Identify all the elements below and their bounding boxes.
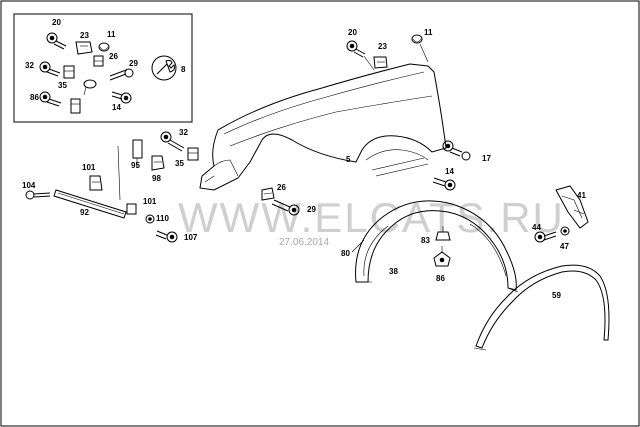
label-screw-104: 104 xyxy=(22,181,36,190)
bolt-107 xyxy=(155,230,178,243)
label-clip-26: 26 xyxy=(277,183,286,192)
label-washer-47: 47 xyxy=(560,242,569,251)
label-strip-101b: 101 xyxy=(143,197,157,206)
inset-bolt-32 xyxy=(39,61,61,77)
inset-label-32: 32 xyxy=(25,61,34,70)
label-liner-38: 38 xyxy=(389,267,398,276)
inset-clip-small xyxy=(83,79,97,96)
bolt-86 xyxy=(433,246,451,267)
label-nut-83: 83 xyxy=(421,236,430,245)
inset-bolt-14 xyxy=(111,91,132,104)
inset-clip-35 xyxy=(63,65,75,79)
inset-label-26: 26 xyxy=(109,52,118,61)
watermark-date: 27.06.2014 xyxy=(279,237,329,248)
bolt-14 xyxy=(432,177,456,191)
inset-label-35: 35 xyxy=(58,81,67,90)
bracket-41 xyxy=(555,185,589,229)
label-fender-5: 5 xyxy=(346,155,351,164)
strip-clip-101b xyxy=(126,203,137,215)
inset-screw-29 xyxy=(109,68,134,81)
wheel-liner xyxy=(355,200,519,293)
inset-clip-square xyxy=(70,98,81,114)
wheel-arch-molding xyxy=(473,264,610,351)
inset-cap-11 xyxy=(98,42,110,52)
label-bracket-95: 95 xyxy=(131,161,140,170)
inset-label-20: 20 xyxy=(52,18,61,27)
inset-label-29: 29 xyxy=(129,59,138,68)
clip-26 xyxy=(261,187,275,201)
watermark-text: WWW.ELCATS.RU xyxy=(178,194,565,241)
label-washer-110: 110 xyxy=(156,214,169,223)
label-screw-29: 29 xyxy=(307,205,316,214)
label-cap-11: 11 xyxy=(424,28,433,37)
inset-label-23: 23 xyxy=(80,31,89,40)
label-molding-59: 59 xyxy=(552,291,561,300)
leader-line-1 xyxy=(117,145,121,201)
inset-panel: 20 23 11 26 32 3 xyxy=(13,13,193,123)
inset-label-86: 86 xyxy=(30,93,39,102)
inset-label-14: 14 xyxy=(112,103,121,112)
label-clip-98: 98 xyxy=(152,174,161,183)
nut-83 xyxy=(435,226,451,241)
strip-clip-101a xyxy=(89,175,103,191)
label-strip-92: 92 xyxy=(80,208,89,217)
label-bolt-14: 14 xyxy=(445,167,454,176)
bolt-20 xyxy=(346,40,375,71)
label-bolt-44: 44 xyxy=(532,223,541,232)
washer-110 xyxy=(145,214,155,224)
bolt-32 xyxy=(160,131,185,152)
label-bolt-32: 32 xyxy=(179,128,188,137)
inset-bolt-20 xyxy=(46,32,67,50)
leader-80 xyxy=(351,239,365,253)
label-liner-80: 80 xyxy=(341,249,350,258)
clip-23 xyxy=(373,56,388,69)
inset-clip-26 xyxy=(93,55,104,67)
label-bolt-86: 86 xyxy=(436,274,445,283)
label-bolt-107: 107 xyxy=(184,233,198,242)
inset-label-11: 11 xyxy=(107,30,116,39)
bracket-95 xyxy=(132,139,143,168)
label-strip-101a: 101 xyxy=(82,163,96,172)
strip-92 xyxy=(53,189,127,219)
wrench-icon xyxy=(151,55,177,81)
bolt-44 xyxy=(534,231,557,243)
bolt-17 xyxy=(442,140,471,161)
label-clip-23: 23 xyxy=(378,42,387,51)
inset-label-8: 8 xyxy=(181,65,186,74)
screw-104 xyxy=(25,190,51,200)
label-bracket-41: 41 xyxy=(577,191,586,200)
inset-clip-23 xyxy=(75,41,93,55)
clip-98 xyxy=(151,155,165,171)
inset-border xyxy=(13,13,193,123)
clip-35 xyxy=(187,147,199,161)
label-bolt-20: 20 xyxy=(348,28,357,37)
inset-bolt-86 xyxy=(39,91,62,107)
washer-47 xyxy=(560,226,570,236)
fender-panel xyxy=(199,63,447,191)
label-bolt-17: 17 xyxy=(482,154,491,163)
label-clip-35: 35 xyxy=(175,159,184,168)
cap-11 xyxy=(411,34,429,63)
screw-29 xyxy=(271,199,300,216)
